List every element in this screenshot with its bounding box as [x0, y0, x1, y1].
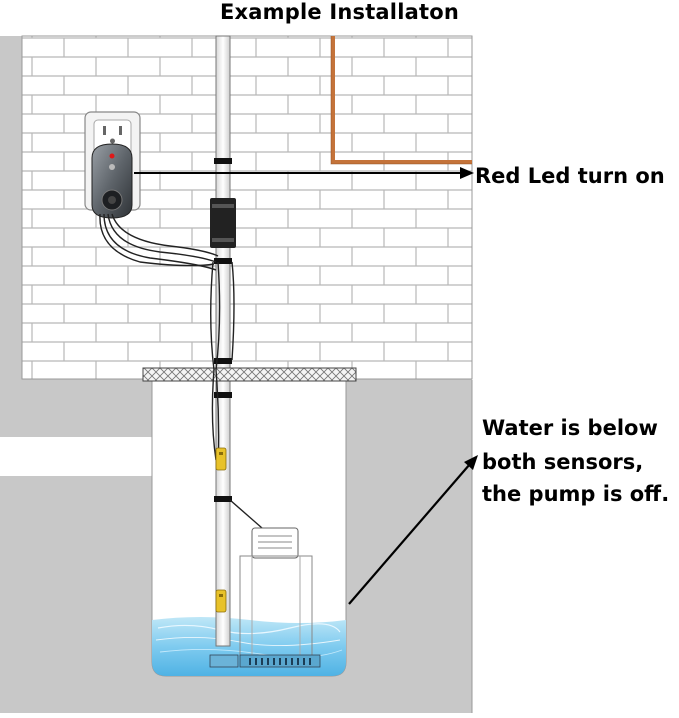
arrow-water — [348, 455, 478, 605]
pit-cover — [142, 367, 357, 382]
discharge-pipe — [210, 35, 236, 647]
red-led-icon — [109, 153, 115, 159]
float-switch-icon — [215, 447, 227, 613]
red-led-label: Red Led turn on — [475, 164, 665, 188]
cables — [99, 213, 263, 529]
arrow-red-led — [134, 167, 474, 179]
water-status-line-1: Water is below — [482, 416, 658, 440]
controller-icon — [91, 143, 133, 219]
sump-pump-icon — [209, 527, 321, 668]
water-status-line-2: both sensors, — [482, 450, 644, 474]
page-title: Example Installaton — [220, 0, 459, 24]
water-status-line-3: the pump is off. — [482, 482, 670, 506]
copper-pipe — [331, 36, 472, 164]
